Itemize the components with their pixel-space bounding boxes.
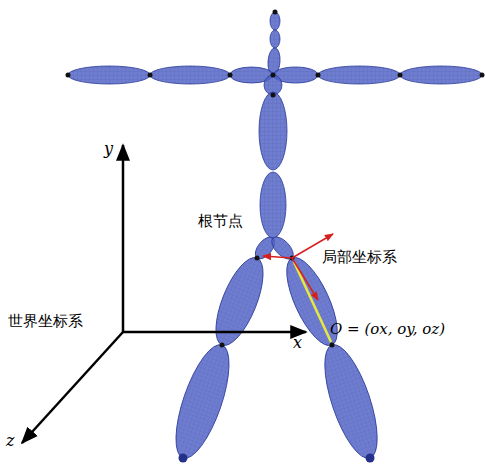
joint-dot <box>271 73 276 78</box>
bone-ellipsoid <box>270 30 280 48</box>
world-axis <box>122 145 125 332</box>
joint-dot <box>398 73 403 78</box>
root-joint-label: 根节点 <box>198 213 243 230</box>
bone-ellipsoid <box>165 339 240 464</box>
axis-label: y <box>104 140 113 158</box>
bone-ellipsoid <box>68 66 150 84</box>
world-frame-label: 世界坐标系 <box>8 313 83 330</box>
world-axis <box>123 331 306 334</box>
origin-coordinate: O = (ox, oy, oz) <box>330 321 445 338</box>
bone-ellipsoid <box>259 92 287 170</box>
joint-dot <box>148 73 153 78</box>
joint-dot <box>255 256 260 261</box>
joint-dot <box>480 73 485 78</box>
joint-dot <box>179 454 188 463</box>
joint-dot <box>273 10 278 15</box>
joint-dot <box>316 73 321 78</box>
bone-ellipsoid <box>400 66 482 84</box>
bone-ellipsoid <box>318 66 400 84</box>
joint-dot <box>366 454 375 463</box>
joint-dot <box>228 73 233 78</box>
axis-label: z <box>6 432 14 450</box>
joint-dot <box>220 343 225 348</box>
bone-ellipsoid <box>206 252 273 352</box>
world-axis <box>22 332 123 443</box>
joint-dot <box>66 73 71 78</box>
joint-dot <box>271 93 276 98</box>
local-frame-label: 局部坐标系 <box>322 249 397 266</box>
joint-dot <box>330 343 335 348</box>
bone-ellipsoid <box>150 66 230 84</box>
bone-ellipsoid <box>260 172 286 238</box>
bone-ellipsoid <box>270 12 280 30</box>
axis-label: x <box>293 334 302 352</box>
bone-ellipsoid <box>314 339 388 464</box>
